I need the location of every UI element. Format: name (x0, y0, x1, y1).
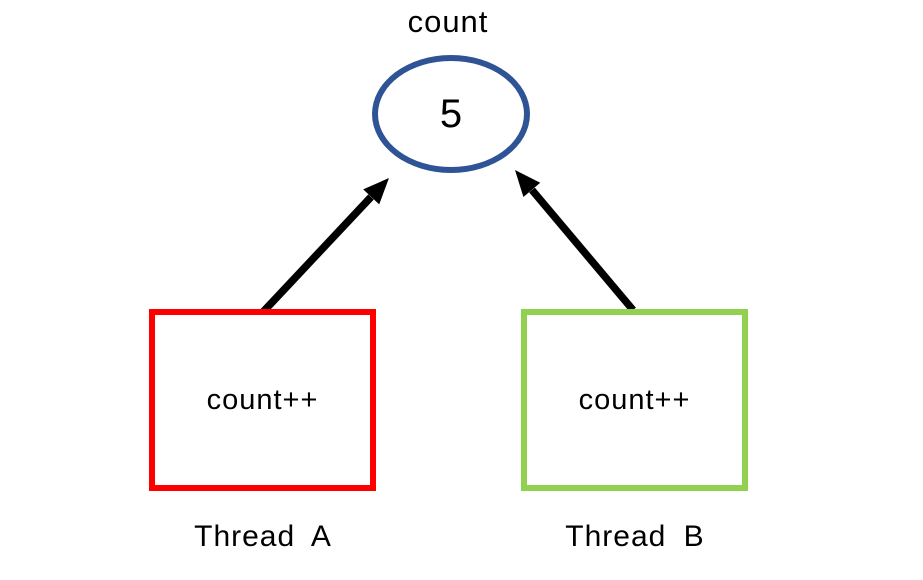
counter-title: count (407, 4, 489, 39)
counter-ellipse: 5 (372, 55, 530, 173)
thread-a-box: count++ (149, 309, 376, 491)
thread-b-operation: count++ (578, 383, 691, 416)
thread-b-box: count++ (521, 309, 748, 491)
thread-b-label: Thread B (565, 520, 705, 553)
arrow-thread-a-to-counter-icon (260, 178, 389, 315)
counter-value: 5 (439, 92, 463, 136)
arrow-thread-b-to-counter-icon (515, 170, 636, 313)
thread-a-operation: count++ (206, 383, 319, 416)
thread-a-label: Thread A (194, 520, 332, 553)
